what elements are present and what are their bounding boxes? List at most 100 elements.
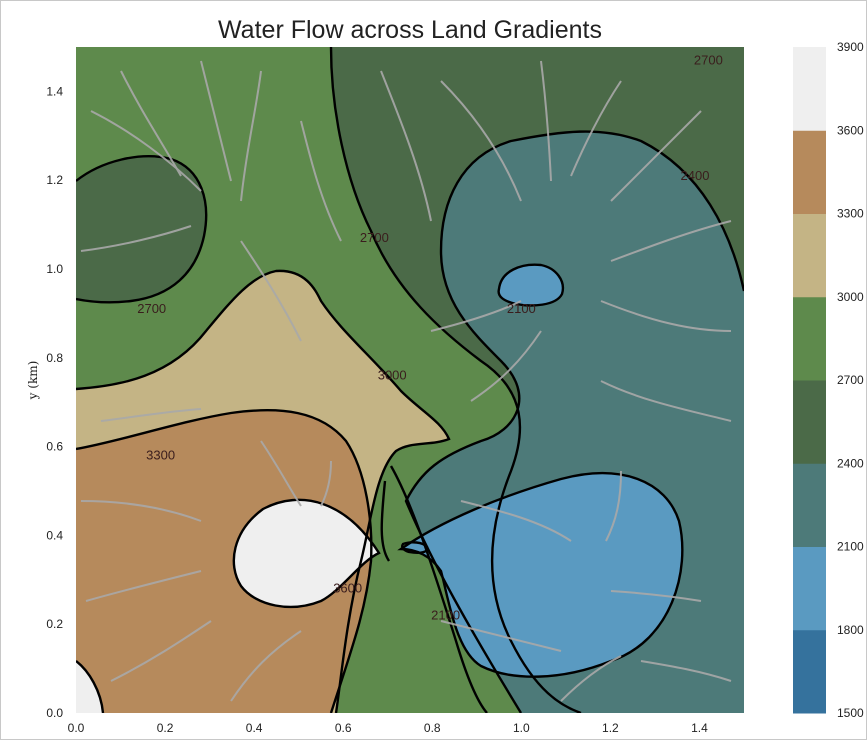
streamline: [430, 300, 522, 332]
contour-line: [380, 480, 391, 562]
contour-line: [389, 465, 488, 713]
contour-label: 3300: [146, 447, 175, 462]
band-3600-3900-corner: [76, 661, 103, 713]
contour-lines: [76, 47, 744, 713]
colorbar-segment: [793, 463, 826, 547]
streamline: [380, 70, 432, 222]
contour-label: 2400: [681, 168, 710, 183]
band-2400-2700-left: [76, 156, 207, 303]
streamline: [440, 80, 522, 202]
x-tick-label: 1.0: [513, 721, 530, 735]
contour-line: [232, 498, 381, 609]
contour-line: [401, 541, 429, 554]
streamline: [460, 500, 572, 542]
band-3300-3600: [76, 410, 372, 713]
x-tick-label: 0.4: [246, 721, 263, 735]
colorbar-segment: [793, 380, 826, 464]
streamline: [600, 300, 732, 332]
streamline: [230, 630, 302, 702]
streamline: [85, 570, 202, 602]
streamline: [80, 225, 192, 252]
contour-label: 3600: [333, 581, 362, 596]
colorbar-tick-label: 1800: [837, 623, 864, 637]
y-tick-label: 1.4: [46, 84, 63, 98]
x-tick-label: 0.0: [68, 721, 85, 735]
x-tick-label: 0.2: [157, 721, 174, 735]
y-tick-label: 0.4: [46, 528, 63, 542]
streamline: [300, 120, 342, 242]
colorbar-segment: [793, 130, 826, 214]
y-axis: 0.0 0.2 0.4 0.6 0.8 1.0 1.2 1.4: [46, 84, 63, 720]
streamlines: [80, 60, 732, 702]
contour-label: 2700: [137, 301, 166, 316]
contour-line: [329, 47, 582, 713]
colorbar-segment: [793, 213, 826, 298]
streamline: [470, 330, 542, 402]
y-tick-label: 0.0: [46, 706, 63, 720]
colorbar-tick-label: 2400: [837, 456, 864, 470]
contour-label: 2700: [360, 230, 389, 245]
streamline: [90, 110, 202, 192]
y-tick-label: 0.6: [46, 440, 63, 454]
streamline: [640, 660, 732, 682]
contour-label: 2100: [431, 607, 460, 622]
y-tick-label: 0.8: [46, 351, 63, 365]
x-tick-label: 0.6: [335, 721, 352, 735]
contour-line: [397, 472, 684, 678]
contour-line: [76, 269, 451, 713]
streamline: [600, 380, 732, 422]
contour-line: [76, 660, 105, 713]
contour-line: [404, 130, 744, 713]
colorbar-tick-label: 1500: [837, 706, 864, 720]
colorbar-tick-label: 2700: [837, 373, 864, 387]
x-tick-label: 1.4: [691, 721, 708, 735]
band-1800-2100-basin: [401, 473, 683, 677]
y-tick-label: 1.2: [46, 173, 63, 187]
contour-label: 2700: [694, 52, 723, 67]
contour-labels: 2700 2400 2700 2700 2100 3000 3300 3600 2100: [137, 52, 723, 622]
streamline: [120, 70, 182, 177]
contour-label: 2100: [507, 301, 536, 316]
colorbar-segment: [793, 546, 826, 631]
colorbar-segment: [793, 629, 826, 714]
streamline: [80, 500, 202, 522]
streamline: [610, 110, 702, 202]
plot-area: 2700 2400 2700 2700 2100 3000 3300 3600 2100: [76, 47, 744, 713]
x-tick-label: 0.8: [424, 721, 441, 735]
colorbar-segment: [793, 47, 826, 131]
y-tick-label: 0.2: [46, 617, 63, 631]
y-axis-label: y (km): [26, 361, 40, 401]
streamline: [570, 80, 622, 177]
streamline: [440, 620, 562, 652]
streamline: [320, 460, 332, 507]
streamline: [560, 655, 622, 702]
colorbar-segment: [793, 296, 826, 381]
x-axis: 0.0 0.2 0.4 0.6 0.8 1.0 1.2 1.4: [68, 721, 708, 735]
colorbar-tick-label: 3900: [837, 40, 864, 54]
band-3600-3900-peak: [233, 499, 379, 607]
contour-line: [76, 155, 208, 304]
contour-line: [76, 409, 373, 713]
y-tick-label: 1.0: [46, 262, 63, 276]
band-1800-2100-pool: [498, 264, 563, 306]
streamline: [610, 220, 732, 262]
streamline: [240, 240, 302, 342]
colorbar-tick-label: 3000: [837, 290, 864, 304]
contour-line: [497, 263, 565, 307]
contour-label: 3000: [378, 368, 407, 383]
streamline: [540, 60, 552, 182]
streamline: [110, 620, 212, 682]
streamline: [200, 60, 232, 182]
streamline: [260, 440, 302, 507]
streamline: [240, 70, 262, 202]
streamline: [100, 408, 202, 422]
x-tick-label: 1.2: [602, 721, 619, 735]
colorbar-tick-label: 3300: [837, 207, 864, 221]
chart-title: Water Flow across Land Gradients: [218, 16, 602, 44]
colorbar-tick-label: 2100: [837, 540, 864, 554]
streamline: [610, 590, 702, 602]
streamline: [605, 470, 622, 542]
